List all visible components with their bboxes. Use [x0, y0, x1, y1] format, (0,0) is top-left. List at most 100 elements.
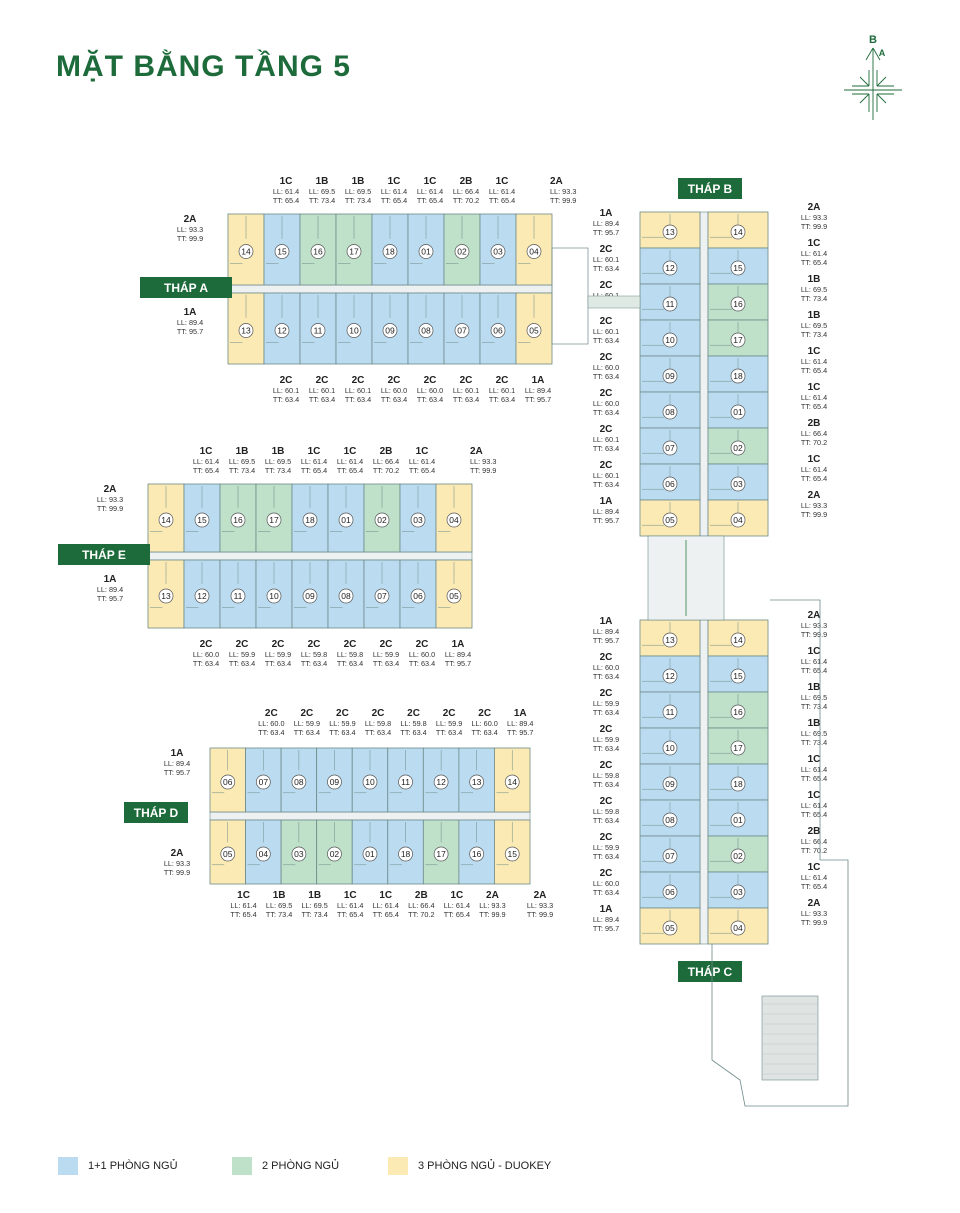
- unit-area-ll: LL: 66.4: [801, 837, 827, 846]
- unit-area-ll: LL: 61.4: [381, 187, 407, 196]
- unit-area-tt: TT: 95.7: [177, 327, 203, 336]
- unit-area-tt: TT: 99.9: [97, 504, 123, 513]
- unit-area-ll: LL: 59.9: [593, 699, 619, 708]
- unit-area-tt: TT: 95.7: [164, 768, 190, 777]
- unit-number-badge: [274, 323, 290, 338]
- unit-area-tt: TT: 63.4: [409, 659, 435, 668]
- page-title: MẶT BẰNG TẦNG 5: [56, 50, 351, 83]
- unit-area-tt: TT: 63.4: [436, 728, 462, 737]
- unit-area-tt: TT: 73.4: [229, 466, 255, 475]
- unit-area-ll: LL: 60.1: [593, 255, 619, 264]
- unit-area-ll: LL: 61.4: [489, 187, 515, 196]
- unit-area-ll: LL: 61.4: [801, 465, 827, 474]
- unit-area-tt: TT: 65.4: [409, 466, 435, 475]
- corridor: [227, 284, 553, 294]
- unit-area-ll: LL: 61.4: [801, 357, 827, 366]
- unit-type-code: 2C: [236, 639, 249, 650]
- unit-type-code: 2A: [486, 890, 499, 901]
- unit-area-tt: TT: 73.4: [309, 196, 335, 205]
- unit-number: 13: [665, 227, 675, 237]
- unit-type-code: 1C: [280, 176, 293, 187]
- unit-type-code: 2C: [496, 375, 509, 386]
- unit-area-tt: TT: 95.7: [525, 395, 551, 404]
- unit-type-code: 2C: [600, 424, 613, 435]
- unit-number-badge: [418, 244, 434, 259]
- unit-number: 12: [197, 591, 207, 601]
- unit-area-ll: LL: 61.4: [230, 901, 256, 910]
- unit-type-code: 2C: [352, 375, 365, 386]
- unit-area-ll: LL: 69.5: [801, 321, 827, 330]
- unit-number-badge: [730, 440, 746, 456]
- unit-area-ll: LL: 69.5: [801, 285, 827, 294]
- unit-number-badge: [382, 323, 398, 338]
- unit-type-code: 2B: [808, 826, 821, 837]
- unit-area-ll: LL: 93.3: [801, 501, 827, 510]
- unit-area-ll: LL: 93.3: [801, 909, 827, 918]
- unit-number: 17: [733, 743, 743, 753]
- legend-item-3pn: 3 PHÒNG NGỦ - DUOKEY: [388, 1156, 551, 1176]
- unit-type-code: 1B: [808, 274, 821, 285]
- tower-name: THÁP B: [688, 181, 733, 196]
- unit-number: 04: [449, 515, 459, 525]
- unit-area-ll: LL: 60.1: [593, 471, 619, 480]
- legend-item-2pn: 2 PHÒNG NGỦ: [232, 1156, 339, 1176]
- unit-area-tt: TT: 63.4: [593, 480, 619, 489]
- unit-number-badge: [346, 244, 362, 259]
- unit-type-code: 2C: [600, 760, 613, 771]
- unit-type-code: 2A: [184, 214, 197, 225]
- unit-area-ll: LL: 59.9: [265, 650, 291, 659]
- unit-number-badge: [220, 846, 236, 862]
- unit-area-tt: TT: 73.4: [345, 196, 371, 205]
- unit-number-badge: [362, 774, 378, 790]
- unit-number: 08: [665, 407, 675, 417]
- unit-number-badge: [662, 476, 678, 492]
- tower-label-tower-a: THÁP A: [140, 277, 232, 298]
- unit-number-badge: [662, 740, 678, 756]
- unit-number-badge: [730, 296, 746, 312]
- unit-number-badge: [291, 846, 307, 862]
- unit-area-tt: TT: 95.7: [593, 228, 619, 237]
- unit-number: 11: [234, 591, 243, 601]
- legend-label: 1+1 PHÒNG NGỦ: [88, 1160, 178, 1172]
- unit-area-ll: LL: 60.1: [453, 386, 479, 395]
- unit-type-code: 2C: [443, 708, 456, 719]
- unit-area-ll: LL: 69.5: [229, 457, 255, 466]
- unit-type-code: 2C: [308, 639, 321, 650]
- unit-number: 15: [197, 515, 207, 525]
- unit-number-badge: [418, 323, 434, 338]
- unit-area-ll: LL: 60.0: [409, 650, 435, 659]
- unit-area-ll: LL: 60.1: [593, 327, 619, 336]
- unit-number: 10: [349, 326, 359, 336]
- unit-number: 08: [294, 777, 304, 787]
- unit-area-tt: TT: 99.9: [801, 918, 827, 927]
- unit-area-ll: LL: 89.4: [177, 318, 203, 327]
- tower-label-d: THÁP D: [124, 802, 188, 823]
- unit-type-code: 1C: [424, 176, 437, 187]
- unit-area-tt: TT: 63.4: [193, 659, 219, 668]
